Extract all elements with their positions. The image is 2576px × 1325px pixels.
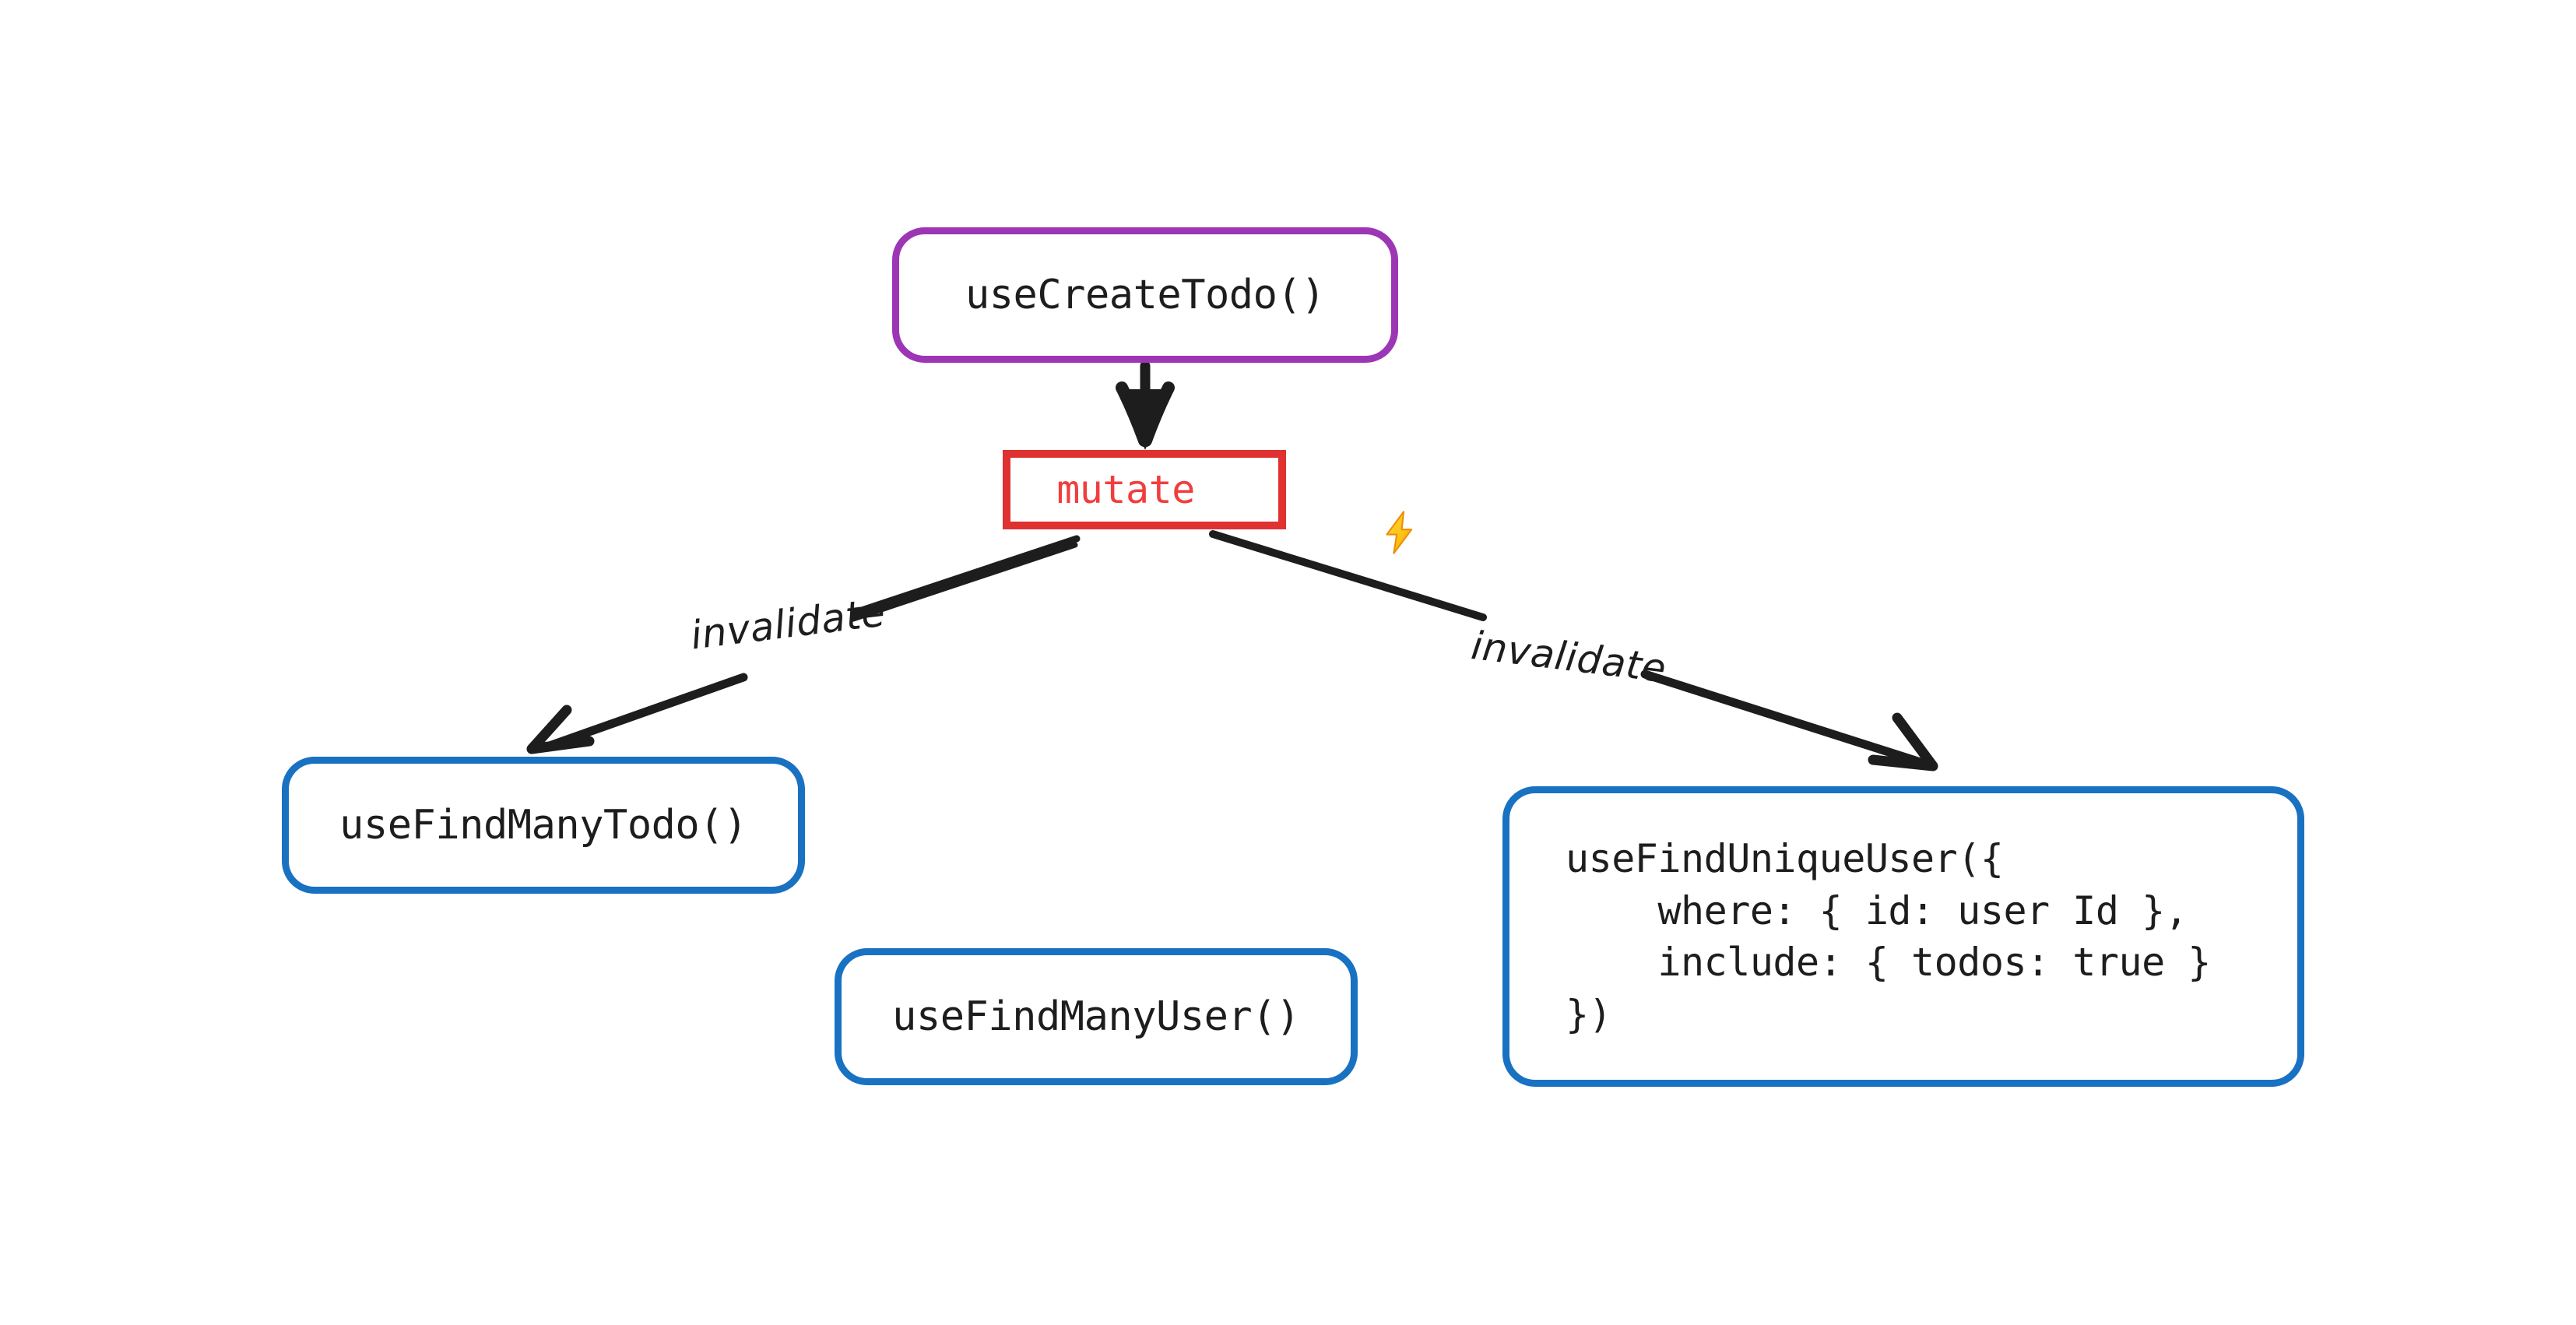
node-use-find-many-todo-label: useFindManyTodo() (339, 801, 747, 849)
node-use-create-todo[interactable]: useCreateTodo() (892, 227, 1398, 363)
node-use-find-many-user-label: useFindManyUser() (892, 993, 1300, 1040)
node-mutate-text: mutate (1056, 466, 1195, 512)
node-use-find-unique-user[interactable]: useFindUniqueUser({ where: { id: user Id… (1502, 786, 2304, 1087)
node-mutate[interactable]: mutate (1003, 450, 1412, 554)
edge-label-invalidate-right: invalidate (1468, 623, 1669, 692)
node-use-find-many-todo[interactable]: useFindManyTodo() (282, 757, 805, 894)
node-use-create-todo-label: useCreateTodo() (965, 271, 1326, 318)
lightning-bolt-icon (1198, 469, 1412, 554)
node-mutate-label-wrap: mutate (1056, 466, 1412, 554)
edge-create-to-mutate-arrow (1116, 360, 1175, 450)
node-use-find-unique-user-label: useFindUniqueUser({ where: { id: user Id… (1566, 836, 2211, 1037)
edge-label-invalidate-left: invalidate (688, 589, 888, 659)
node-use-find-many-user[interactable]: useFindManyUser() (835, 948, 1358, 1085)
